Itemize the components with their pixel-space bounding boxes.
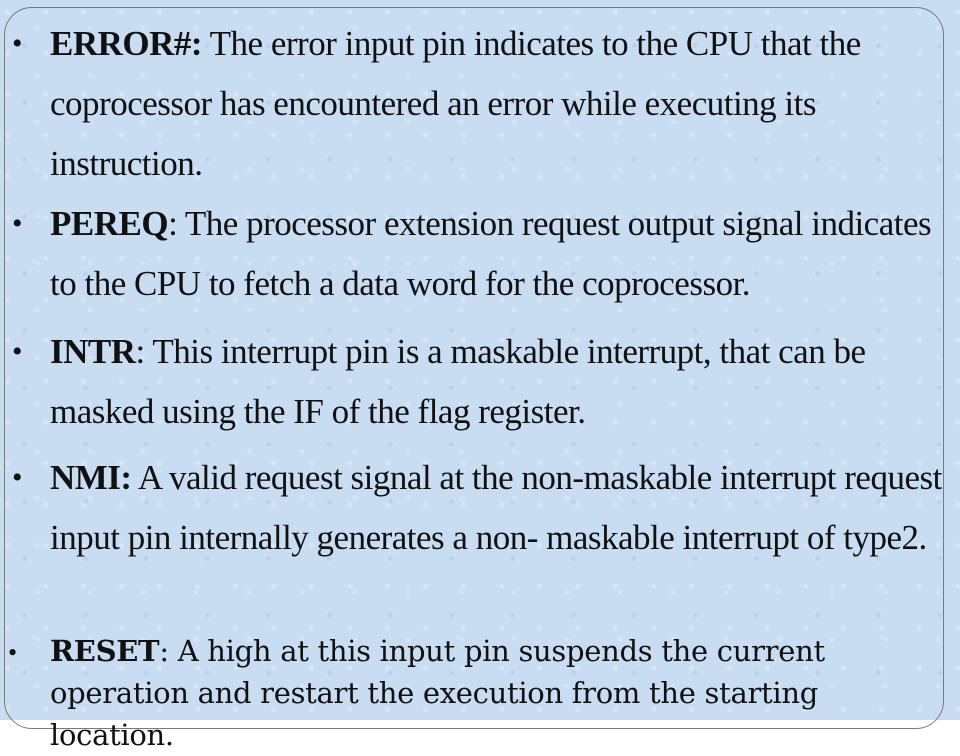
bullet-list: • ERROR#: The error input pin indicates …: [8, 14, 950, 752]
bullet-icon: •: [12, 335, 23, 368]
term-description: : The processor extension request output…: [50, 204, 932, 303]
list-item-text: ERROR#: The error input pin indicates to…: [50, 14, 950, 194]
bullet-icon: •: [8, 638, 18, 667]
term-description: A valid request signal at the non-maskab…: [50, 458, 942, 557]
term-label: INTR: [50, 332, 136, 371]
bullet-icon: •: [12, 461, 23, 494]
list-item-text: PEREQ: The processor extension request o…: [50, 194, 950, 314]
term-label: PEREQ: [50, 204, 169, 243]
slide-background: [0, 0, 960, 720]
term-label: NMI:: [50, 458, 132, 497]
term-description: : A high at this input pin suspends the …: [50, 634, 825, 752]
bullet-icon: •: [12, 27, 23, 60]
bullet-icon: •: [12, 207, 23, 240]
term-description: The error input pin indicates to the CPU…: [50, 24, 861, 183]
term-label: RESET: [50, 634, 160, 668]
list-item-text: RESET: A high at this input pin suspends…: [50, 630, 950, 756]
list-item-text: INTR: This interrupt pin is a maskable i…: [50, 322, 950, 442]
list-item-text: NMI: A valid request signal at the non-m…: [50, 448, 950, 568]
term-description: : This interrupt pin is a maskable inter…: [50, 332, 866, 431]
term-label: ERROR#:: [50, 24, 203, 63]
